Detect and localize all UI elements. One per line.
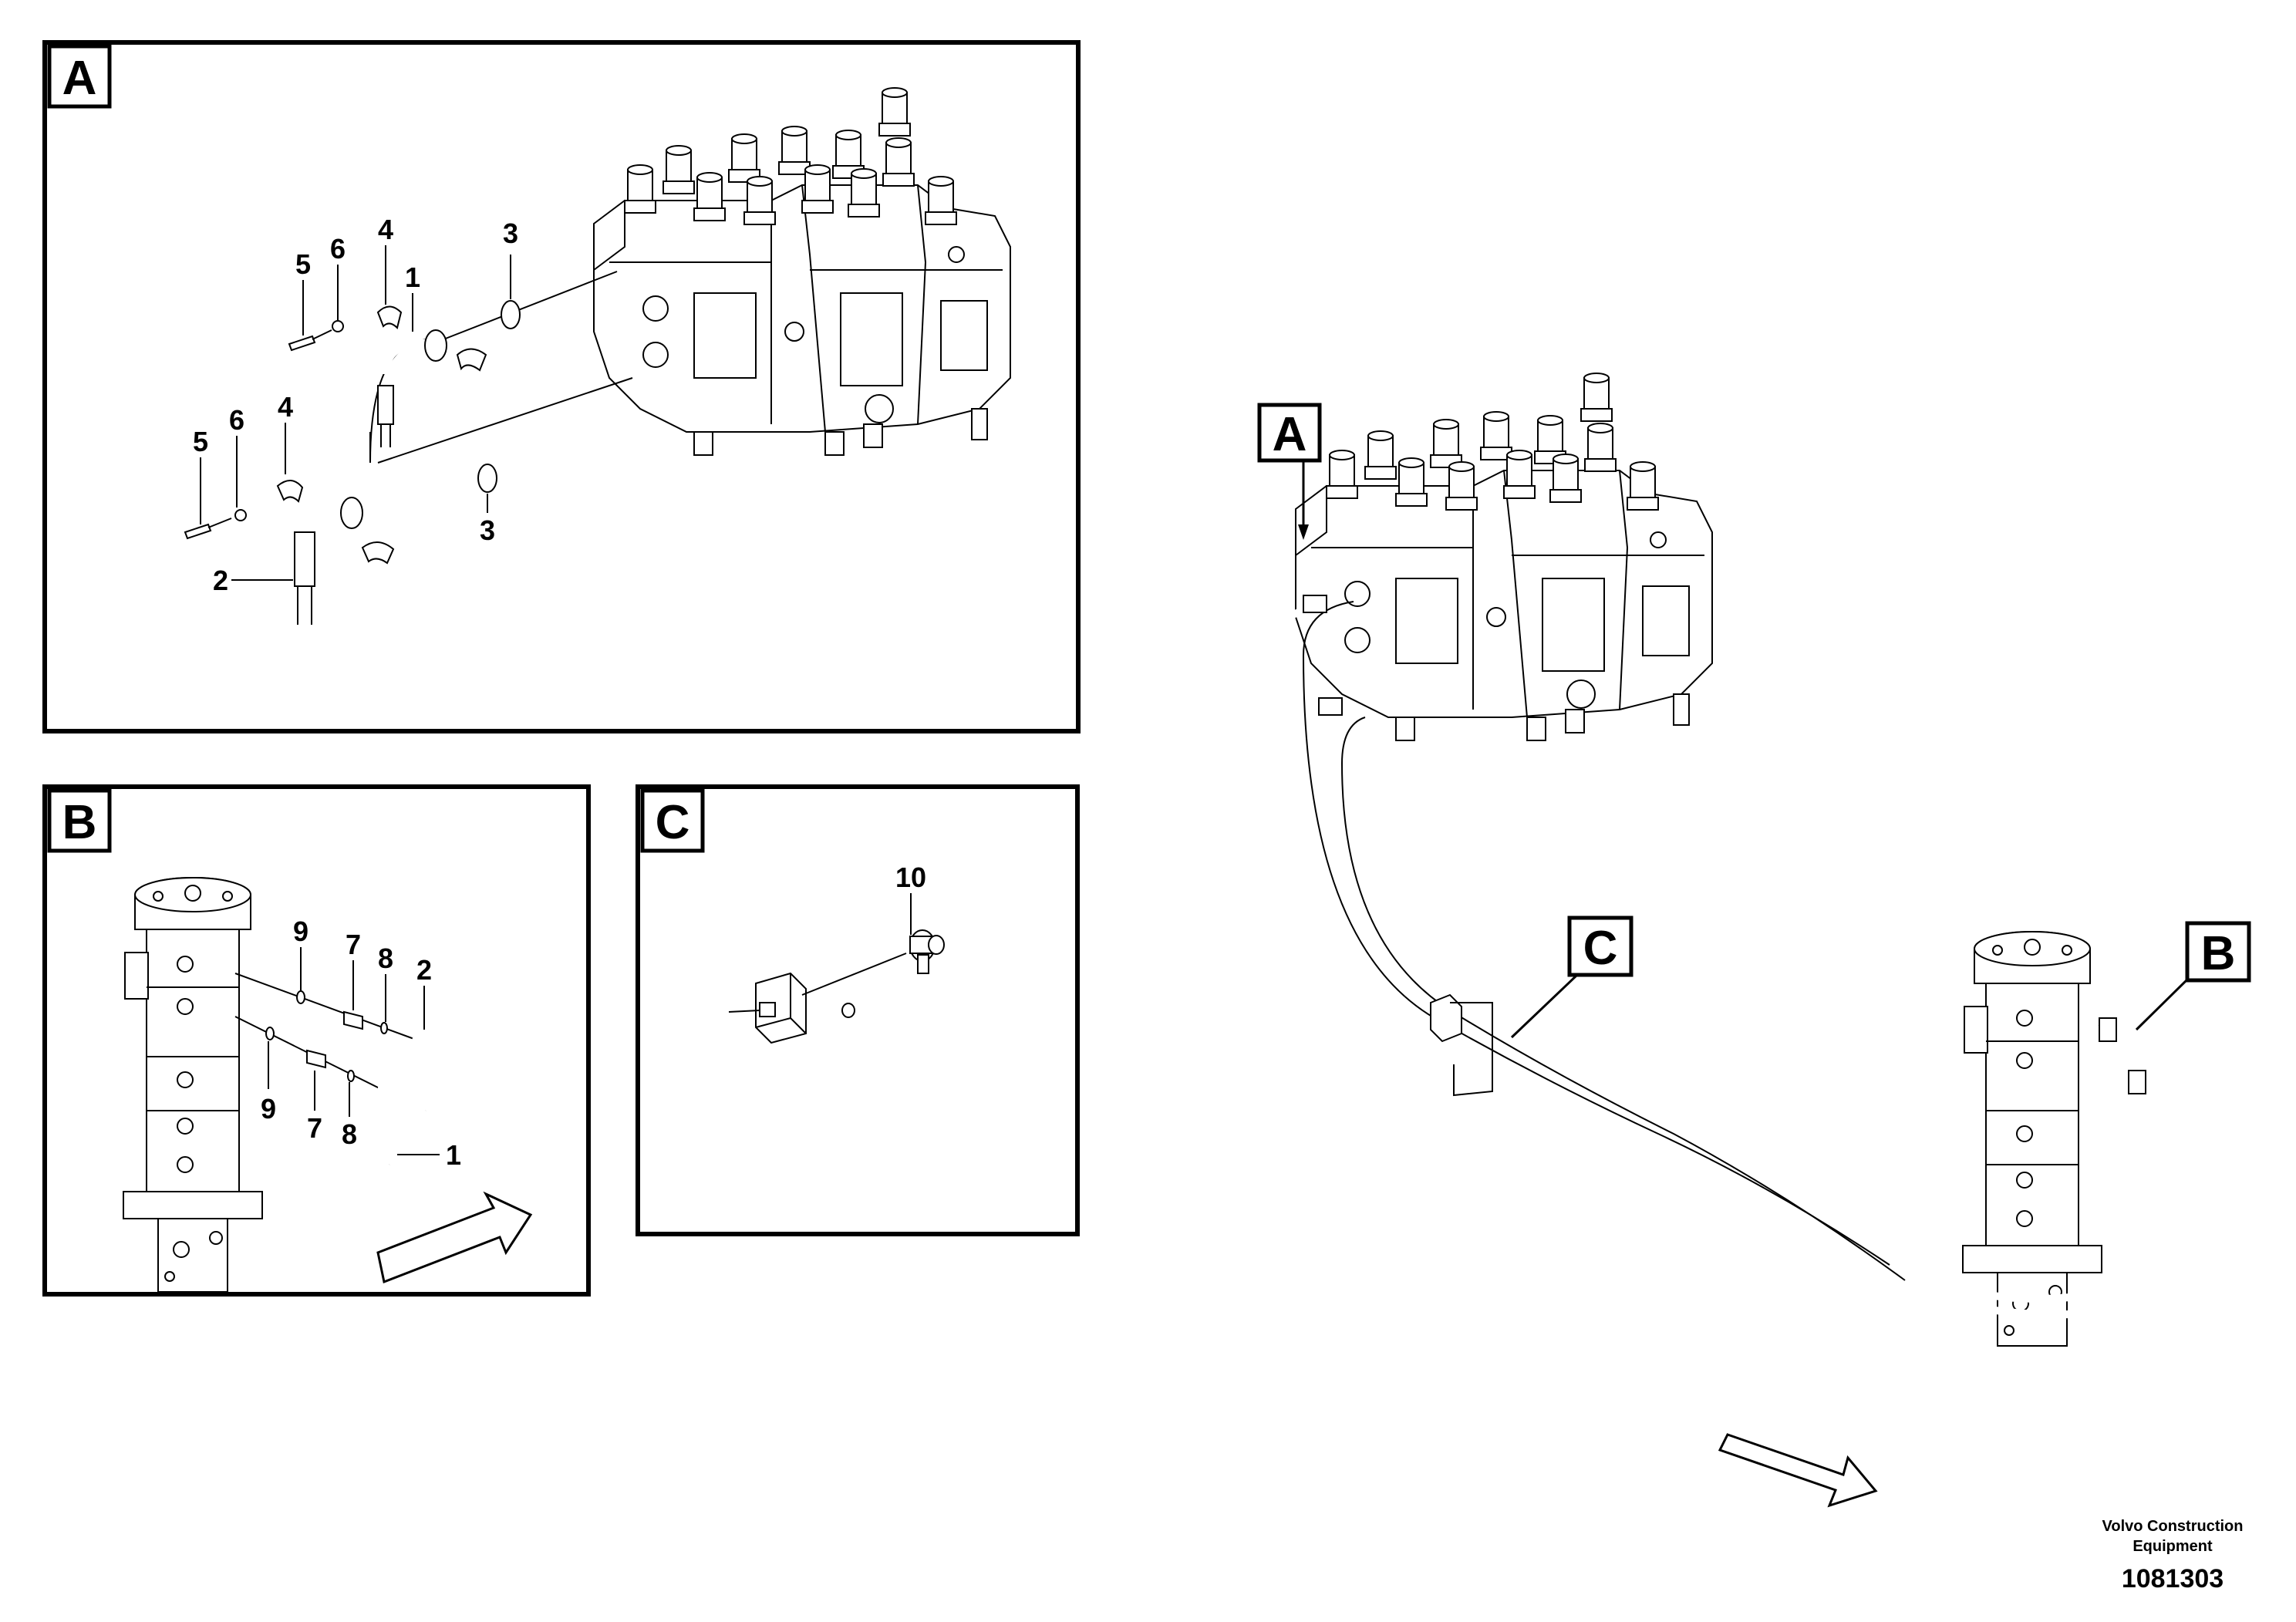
svg-text:B: B bbox=[2201, 927, 2236, 980]
panel-b-callouts: 2 1 7 7 8 8 9 9 bbox=[261, 916, 461, 1171]
company-name-line2: Equipment bbox=[2132, 1538, 2213, 1555]
overview-control-valve bbox=[1296, 373, 1712, 740]
panel-c: C 10 bbox=[636, 784, 1080, 1236]
callout-a-3-bottom: 3 bbox=[480, 514, 495, 546]
overview-tag-a: A bbox=[1257, 403, 1322, 540]
hose-clamp-illustration bbox=[728, 929, 945, 1135]
panel-c-callouts: 10 bbox=[895, 862, 926, 935]
swivel-hose-fittings bbox=[234, 973, 437, 1165]
drawing-footer: Volvo Construction Equipment 1081303 bbox=[2102, 1518, 2244, 1593]
drawing-number: 1081303 bbox=[2122, 1564, 2224, 1593]
callout-a-6-top: 6 bbox=[330, 233, 346, 265]
screw-lower bbox=[184, 523, 212, 540]
callout-b-8-top: 8 bbox=[378, 943, 393, 974]
callout-a-2: 2 bbox=[213, 565, 228, 596]
flange-half-lower bbox=[361, 541, 395, 565]
flange-half-upper bbox=[456, 348, 487, 372]
panel-a-tag bbox=[47, 44, 112, 109]
callout-b-9-bottom: 9 bbox=[261, 1093, 276, 1125]
overview-clamp bbox=[1430, 993, 1493, 1097]
panel-c-frame bbox=[636, 784, 1080, 1236]
panel-b: B 2 1 7 7 8 bbox=[42, 784, 591, 1297]
callout-a-3-top: 3 bbox=[503, 218, 518, 249]
callout-b-8-bottom: 8 bbox=[342, 1118, 357, 1150]
panel-a-callouts: 1 2 3 3 4 4 5 5 6 6 bbox=[193, 214, 518, 596]
control-valve-illustration bbox=[594, 88, 1010, 455]
company-name-line1: Volvo Construction bbox=[2102, 1518, 2244, 1535]
overview-swivel bbox=[1962, 931, 2102, 1347]
callout-a-5-top: 5 bbox=[295, 248, 311, 280]
upper-hose-assembly bbox=[288, 271, 633, 493]
overview-tag-b: B bbox=[2135, 921, 2251, 1031]
callout-c-10: 10 bbox=[895, 862, 926, 893]
overview-assembly: A B C bbox=[1257, 373, 2251, 1508]
callout-a-1: 1 bbox=[405, 261, 420, 293]
callout-a-4-top: 4 bbox=[378, 214, 393, 245]
panel-a-frame bbox=[42, 40, 1081, 733]
o-ring-lower bbox=[477, 464, 497, 493]
callout-b-7-bottom: 7 bbox=[307, 1112, 322, 1144]
panel-a-letter: A bbox=[62, 52, 97, 105]
overview-tag-c: C bbox=[1510, 916, 1633, 1039]
direction-arrow-b bbox=[376, 1191, 533, 1284]
adapter-lower bbox=[306, 1049, 326, 1069]
lower-hose-assembly bbox=[184, 480, 395, 625]
panel-a: A bbox=[42, 40, 1081, 733]
svg-text:C: C bbox=[1583, 922, 1618, 975]
direction-arrow-overview bbox=[1718, 1433, 1878, 1508]
callout-b-1: 1 bbox=[446, 1139, 461, 1171]
svg-text:A: A bbox=[1273, 408, 1307, 461]
panel-b-letter: B bbox=[62, 796, 97, 849]
callout-b-9-top: 9 bbox=[293, 916, 308, 947]
washer-upper bbox=[332, 320, 344, 332]
callout-a-6-bottom: 6 bbox=[229, 404, 244, 436]
callout-a-5-bottom: 5 bbox=[193, 426, 208, 457]
panel-b-tag bbox=[47, 788, 112, 853]
washer-lower bbox=[234, 509, 247, 521]
panel-c-tag bbox=[640, 788, 705, 853]
panel-b-frame bbox=[42, 784, 591, 1297]
panel-c-letter: C bbox=[656, 796, 690, 849]
screw-upper bbox=[288, 335, 316, 352]
callout-b-7-top: 7 bbox=[346, 929, 361, 960]
callout-b-2: 2 bbox=[416, 954, 432, 986]
o-ring-upper bbox=[501, 300, 521, 329]
adapter-upper bbox=[343, 1010, 363, 1030]
callout-a-4-bottom: 4 bbox=[278, 391, 293, 423]
rotary-swivel-illustration-b bbox=[123, 877, 263, 1293]
